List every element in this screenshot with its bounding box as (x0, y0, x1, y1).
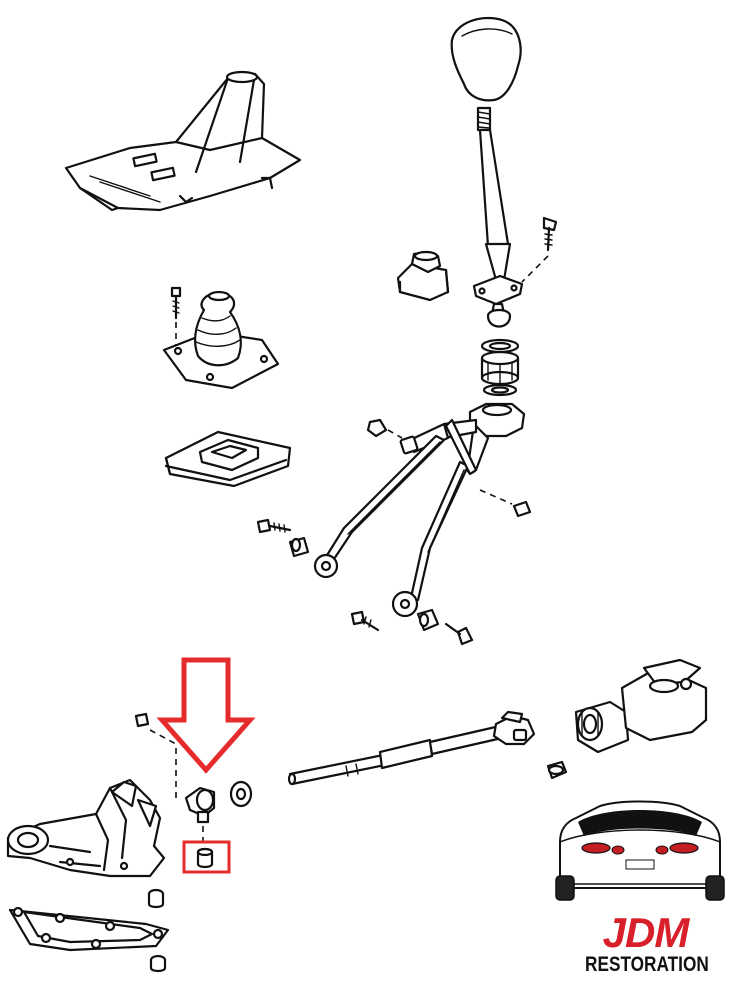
shift-lever (476, 106, 512, 296)
small-seat (396, 250, 450, 302)
rod-end-yoke (574, 658, 708, 754)
lever-bolt (521, 216, 558, 283)
shift-knob (450, 16, 522, 102)
selector-rod (287, 710, 536, 786)
rubber-boot-retainer (162, 290, 280, 390)
pivot-bracket (134, 712, 253, 846)
boot-bolt (170, 286, 182, 346)
logo-subtitle: RESTORATION (585, 953, 709, 976)
lever-retainer-plate (472, 274, 524, 328)
bushing-stack (480, 338, 520, 397)
highlighted-bushing (196, 847, 214, 869)
gasket (8, 906, 170, 952)
linkage-bolts (256, 418, 532, 646)
highlight-arrow (156, 657, 256, 774)
rod-end-bushing (546, 760, 568, 780)
highlight-box (182, 840, 231, 874)
transmission-housing (6, 778, 166, 878)
logo-car-icon (555, 800, 725, 901)
housing-plugs (147, 888, 167, 973)
boot-seal-plate (164, 430, 292, 488)
logo-brand: JDM (602, 909, 690, 956)
shift-console-boot (64, 70, 302, 212)
shift-linkage-arms (313, 402, 526, 618)
